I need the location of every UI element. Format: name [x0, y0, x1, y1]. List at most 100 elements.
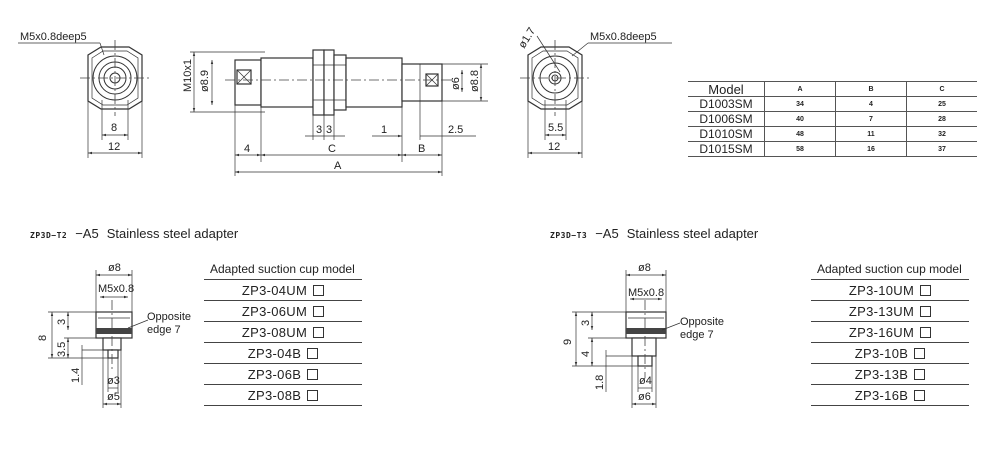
- cell-a: 48: [764, 126, 836, 142]
- cell-c: 32: [938, 130, 946, 138]
- list-item-label: ZP3-06UM: [241, 303, 308, 319]
- thread-m10: M10x1: [182, 59, 194, 92]
- list-item-label: ZP3-06B: [247, 366, 302, 382]
- left-dim-inner: 8: [111, 122, 117, 134]
- t2-h-mid: 3.5: [56, 342, 68, 357]
- list-item[interactable]: ZP3-13UM: [811, 301, 969, 322]
- dim-1: 1: [381, 124, 387, 136]
- t3-top-dia: ø8: [638, 262, 651, 274]
- list-item-label: ZP3-04UM: [241, 282, 308, 298]
- angle-label: ø1.7: [516, 26, 538, 51]
- cup-list-t2: Adapted suction cup model ZP3-04UM ZP3-0…: [204, 260, 362, 406]
- t2-d-outer: ø5: [107, 391, 120, 403]
- cell-model: D1010SM: [688, 126, 765, 142]
- dim-b: B: [418, 143, 425, 155]
- list-item-label: ZP3-10UM: [848, 282, 915, 298]
- checkbox[interactable]: [313, 305, 325, 317]
- adapter-t2-drawing: ø8 M5x0.8 Opposite edge 7 8 3 3.5 1.4 ø3…: [37, 262, 191, 408]
- t2-top-dia: ø8: [108, 262, 121, 274]
- cup-list-t3: Adapted suction cup model ZP3-10UM ZP3-1…: [811, 260, 969, 406]
- t3-h-top: 3: [580, 320, 592, 326]
- right-thread-label: M5x0.8deep5: [590, 31, 657, 43]
- list-item[interactable]: ZP3-06UM: [204, 301, 362, 322]
- header-a: A: [764, 81, 836, 97]
- cell-b: 11: [835, 126, 907, 142]
- cell-model: D1006SM: [688, 111, 765, 127]
- list-item[interactable]: ZP3-06B: [204, 364, 362, 385]
- header-model: Model: [688, 81, 765, 97]
- right-dim-inner: 5.5: [548, 122, 563, 134]
- model-table: Model A B C D1003SM 34 4 25 D1006SM 40 7…: [688, 81, 977, 157]
- list-item[interactable]: ZP3-10B: [811, 343, 969, 364]
- dim-2-5: 2.5: [448, 124, 463, 136]
- cell-a: 40: [764, 111, 836, 127]
- checkbox[interactable]: [307, 389, 319, 401]
- adapter-t3-drawing: ø8 M5x0.8 Opposite edge 7 9 3 4 1.8 ø4 ø…: [562, 262, 724, 408]
- cell-b: 7: [835, 111, 907, 127]
- section-code: ZP3D−T2: [30, 231, 68, 240]
- section-suffix: −A5: [75, 226, 99, 241]
- cup-list-header: Adapted suction cup model: [811, 260, 969, 280]
- t2-opposite: Opposite: [147, 311, 191, 323]
- list-item-label: ZP3-10B: [854, 345, 909, 361]
- checkbox[interactable]: [307, 368, 319, 380]
- t2-thread: M5x0.8: [98, 283, 134, 295]
- cell-c: 28: [938, 115, 946, 123]
- t2-edge: edge 7: [147, 324, 181, 336]
- cell-model: D1015SM: [688, 141, 765, 157]
- dim-3a: 3: [316, 124, 322, 136]
- section-title-t3: ZP3D−T3 −A5 Stainless steel adapter: [550, 226, 758, 241]
- side-view: M10x1 ø8.9 ø6 ø8.8 3 3 1 2.5 4 C B: [182, 49, 488, 176]
- list-item[interactable]: ZP3-16UM: [811, 322, 969, 343]
- checkbox[interactable]: [313, 326, 325, 338]
- section-code: ZP3D−T3: [550, 231, 588, 240]
- right-dim-outer: 12: [548, 141, 560, 153]
- list-item[interactable]: ZP3-08UM: [204, 322, 362, 343]
- section-title-t2: ZP3D−T2 −A5 Stainless steel adapter: [30, 226, 238, 241]
- checkbox[interactable]: [920, 305, 932, 317]
- checkbox[interactable]: [914, 389, 926, 401]
- list-item-label: ZP3-04B: [247, 345, 302, 361]
- dim-c: C: [328, 143, 336, 155]
- dim-a: A: [334, 160, 342, 172]
- cell-c: 25: [938, 100, 946, 108]
- list-item-label: ZP3-16B: [854, 387, 909, 403]
- dia-8-9: ø8.9: [199, 70, 211, 92]
- t3-d-outer: ø6: [638, 391, 651, 403]
- list-item-label: ZP3-13B: [854, 366, 909, 382]
- dim-3b: 3: [326, 124, 332, 136]
- dia-8-8: ø8.8: [469, 70, 481, 92]
- right-end-view: ø1.7 M5x0.8deep5 5.5 12: [516, 26, 672, 158]
- cell-model: D1003SM: [688, 96, 765, 112]
- checkbox[interactable]: [313, 284, 325, 296]
- list-item-label: ZP3-16UM: [848, 324, 915, 340]
- table-row: D1010SM 48 11 32: [688, 126, 977, 142]
- section-desc: Stainless steel adapter: [106, 226, 239, 241]
- left-thread-label: M5x0.8deep5: [20, 31, 87, 43]
- cell-c: 37: [938, 145, 946, 153]
- header-b: B: [835, 81, 907, 97]
- t3-h-mid: 4: [580, 351, 592, 357]
- list-item[interactable]: ZP3-04B: [204, 343, 362, 364]
- list-item[interactable]: ZP3-13B: [811, 364, 969, 385]
- list-item-label: ZP3-08B: [247, 387, 302, 403]
- t2-h-top: 3: [56, 319, 68, 325]
- list-item[interactable]: ZP3-16B: [811, 385, 969, 406]
- list-item[interactable]: ZP3-04UM: [204, 280, 362, 301]
- t3-d-inner: ø4: [639, 375, 652, 387]
- checkbox[interactable]: [920, 284, 932, 296]
- list-item[interactable]: ZP3-10UM: [811, 280, 969, 301]
- checkbox[interactable]: [920, 326, 932, 338]
- dim-4: 4: [244, 143, 250, 155]
- checkbox[interactable]: [914, 368, 926, 380]
- cell-b: 4: [835, 96, 907, 112]
- t2-h-bot: 1.4: [70, 368, 82, 383]
- checkbox[interactable]: [914, 347, 926, 359]
- checkbox[interactable]: [307, 347, 319, 359]
- section-suffix: −A5: [595, 226, 619, 241]
- table-row: D1015SM 58 16 37: [688, 141, 977, 157]
- list-item-label: ZP3-13UM: [848, 303, 915, 319]
- list-item[interactable]: ZP3-08B: [204, 385, 362, 406]
- t3-edge: edge 7: [680, 329, 714, 341]
- left-dim-outer: 12: [108, 141, 120, 153]
